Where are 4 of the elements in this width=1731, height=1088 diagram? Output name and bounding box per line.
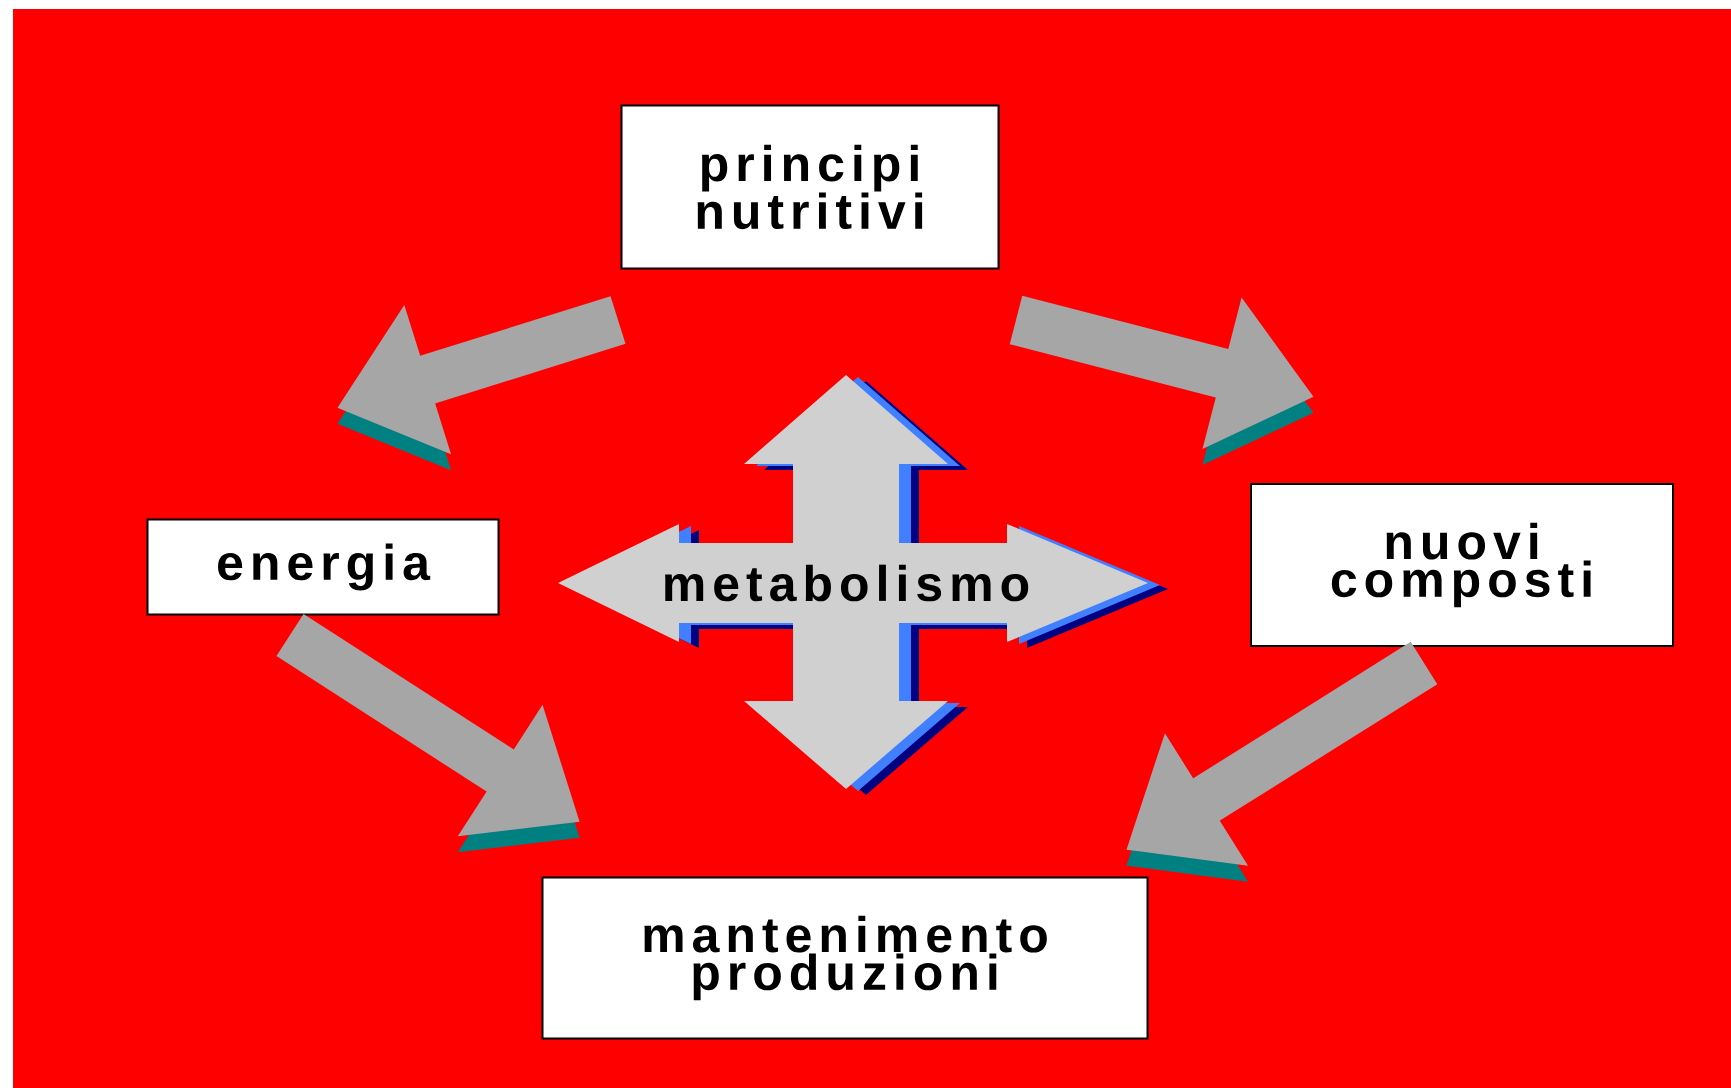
text-box: principi nutritivi (620, 104, 1000, 270)
text-box: energia (146, 518, 500, 616)
text-box: nuovi composti (1250, 483, 1674, 647)
text-box: mantenimento produzioni (541, 876, 1149, 1040)
